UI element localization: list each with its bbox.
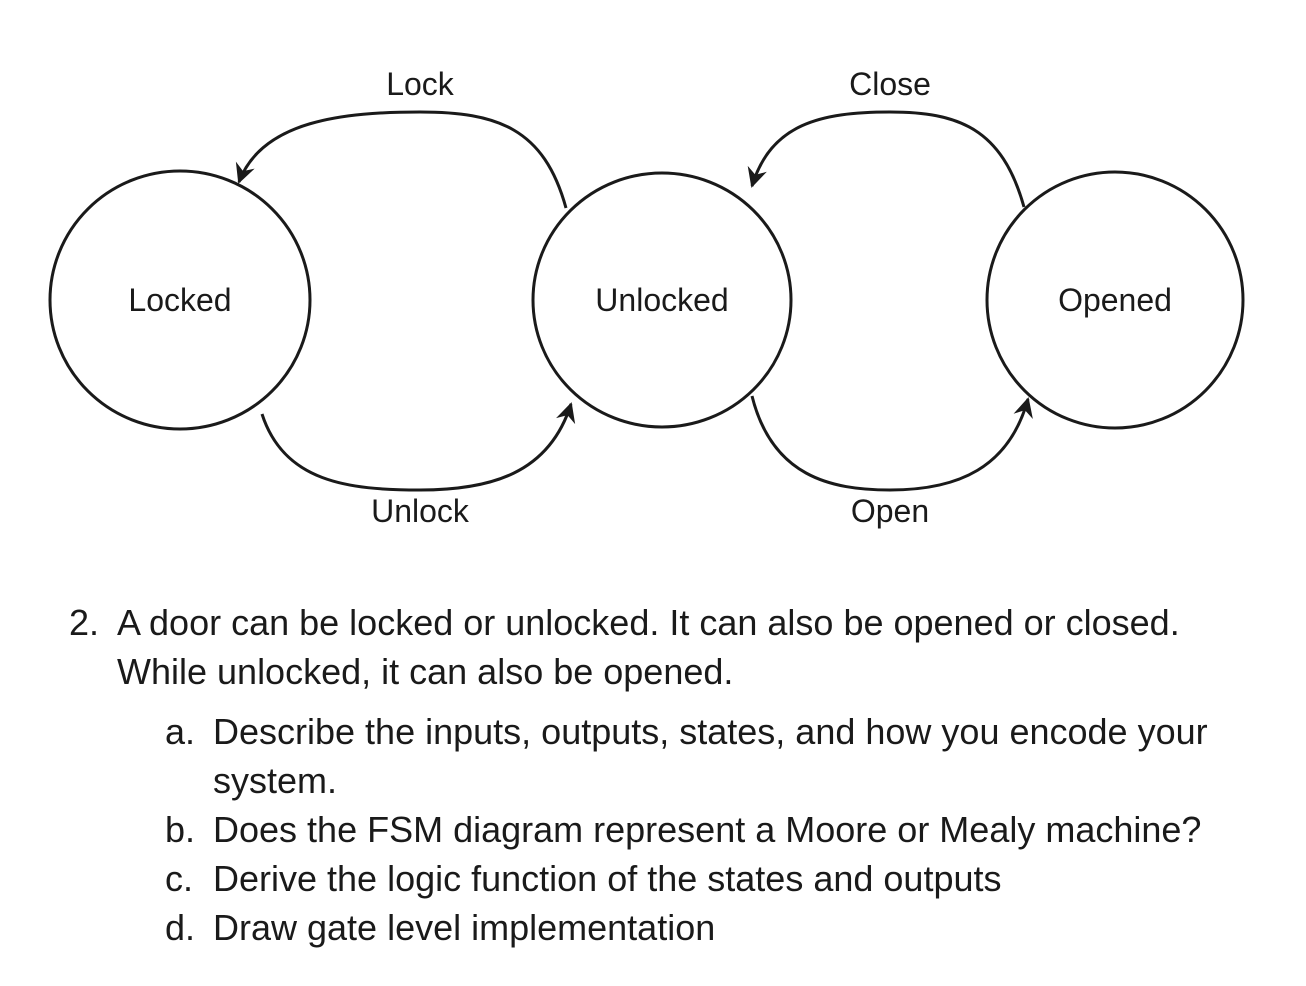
subquestion-line: system. — [213, 760, 338, 801]
problem-number: 2. — [69, 602, 100, 643]
subquestion-c: c. Derive the logic function of the stat… — [165, 854, 1259, 903]
subquestion-label: d. — [165, 907, 196, 948]
subquestion-b: b. Does the FSM diagram represent a Moor… — [165, 805, 1259, 854]
state-unlocked-circle — [531, 171, 793, 429]
state-locked-circle — [48, 169, 312, 431]
transition-open-label: Open — [851, 493, 929, 529]
subquestion-line: Does the FSM diagram represent a Moore o… — [213, 809, 1202, 850]
transition-unlock-arc — [260, 402, 576, 492]
subquestion-label: c. — [165, 858, 194, 899]
subquestion-label: a. — [165, 711, 196, 752]
state-unlocked-label: Unlocked — [595, 282, 728, 318]
transition-lock-arc — [235, 110, 568, 209]
subquestion-a: a. Describe the inputs, outputs, states,… — [165, 707, 1259, 805]
subquestion-label: b. — [165, 809, 196, 850]
transition-close-arc — [747, 110, 1026, 208]
problem-text: A door can be locked or unlocked. It can… — [117, 598, 1259, 696]
transition-open-arc — [750, 395, 1033, 492]
subquestion-list: a. Describe the inputs, outputs, states,… — [165, 707, 1259, 952]
subquestion-line: Derive the logic function of the states … — [213, 858, 1002, 899]
subquestion-text: Describe the inputs, outputs, states, an… — [213, 707, 1259, 805]
subquestion-line: Draw gate level implementation — [213, 907, 716, 948]
state-opened-label: Opened — [1058, 282, 1172, 318]
subquestion-text: Derive the logic function of the states … — [213, 854, 1259, 903]
transition-unlock-label: Unlock — [371, 493, 470, 529]
transition-close-label: Close — [849, 66, 931, 102]
problem-statement: 2. A door can be locked or unlocked. It … — [69, 598, 1259, 696]
problem-line: While unlocked, it can also be opened. — [117, 651, 734, 692]
subquestion-text: Does the FSM diagram represent a Moore o… — [213, 805, 1259, 854]
problem-block: 2. A door can be locked or unlocked. It … — [69, 598, 1259, 952]
subquestion-line: Describe the inputs, outputs, states, an… — [213, 711, 1208, 752]
state-locked-label: Locked — [128, 282, 231, 318]
subquestion-d: d. Draw gate level implementation — [165, 903, 1259, 952]
state-opened-circle — [985, 170, 1245, 430]
transition-lock-label: Lock — [386, 66, 455, 102]
subquestion-text: Draw gate level implementation — [213, 903, 1259, 952]
problem-line: A door can be locked or unlocked. It can… — [117, 602, 1180, 643]
fsm-state-diagram: Locked Unlocked Opened Lock Unlock Close… — [48, 66, 1245, 529]
